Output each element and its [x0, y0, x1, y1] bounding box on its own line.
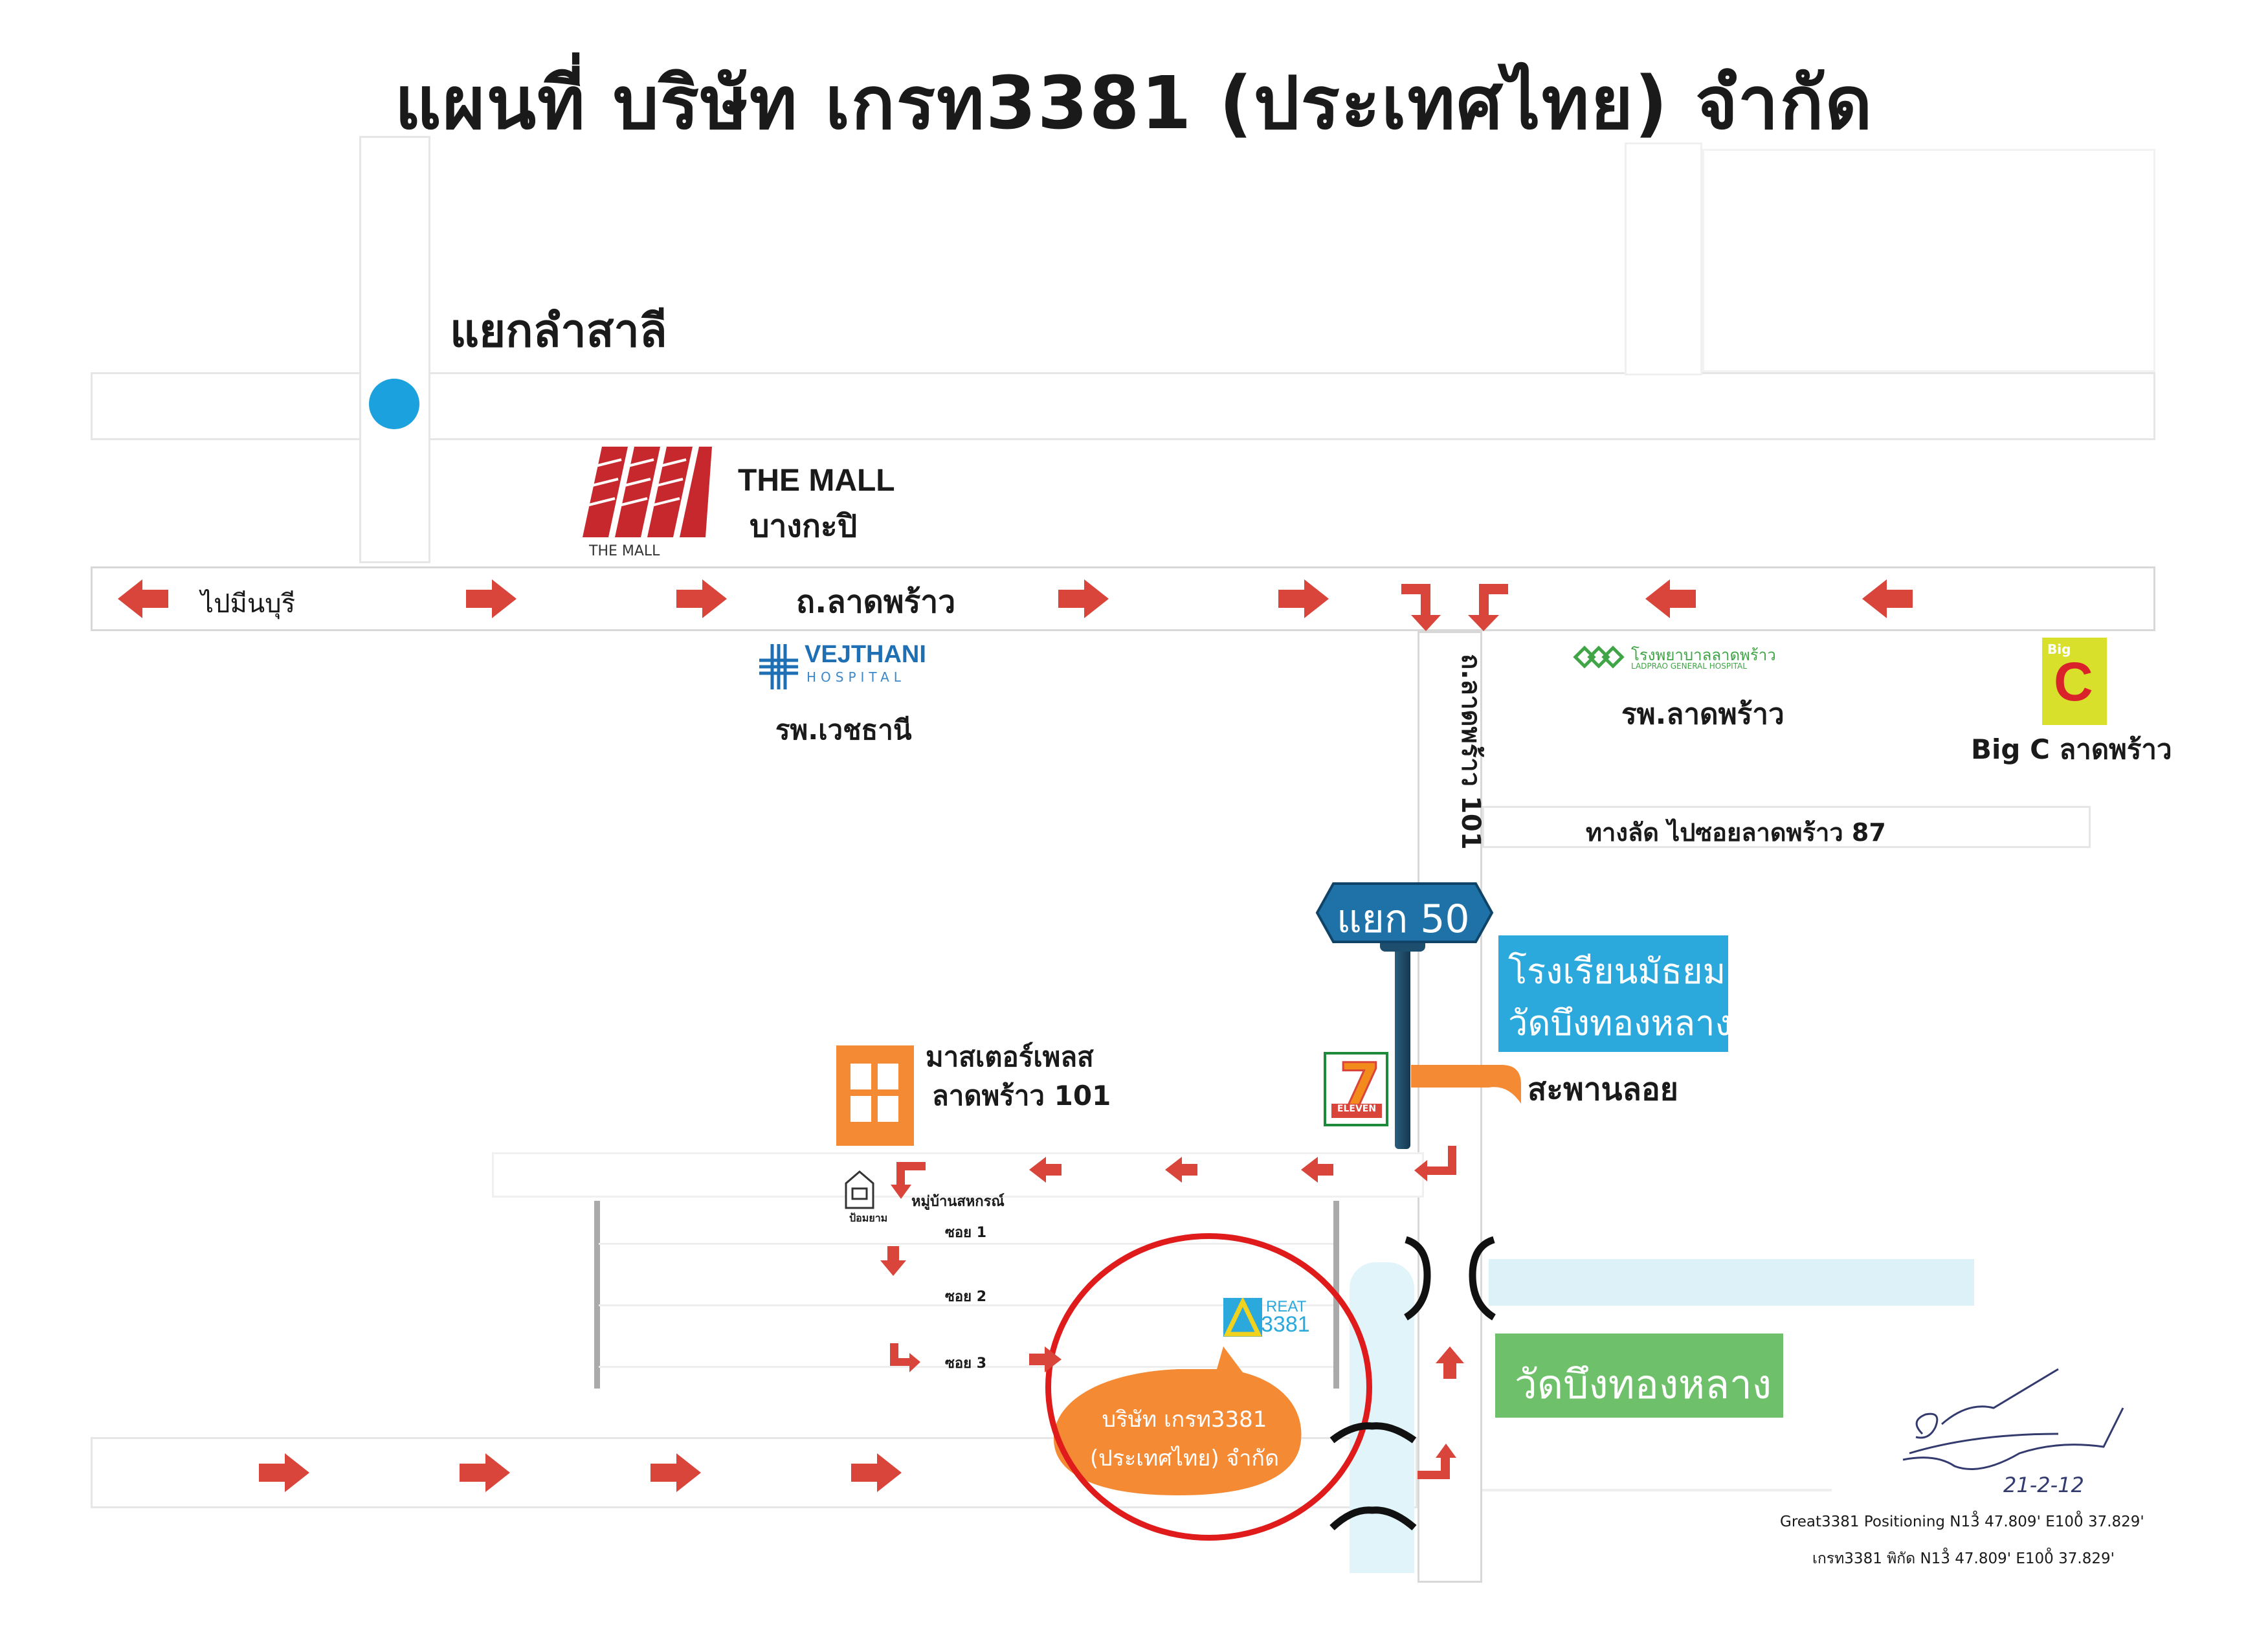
intersection-label: แยกลำสาลี — [450, 304, 667, 357]
ladprao-hospital-icon — [1573, 645, 1625, 669]
floating-bridge-icon — [1411, 1065, 1521, 1104]
vejthani-logo: VEJTHANI HOSPITAL — [756, 641, 937, 693]
ladprao-hospital-logo: โรงพยาบาลลาดพร้าว LADPRAO GENERAL HOSPIT… — [1573, 641, 1819, 680]
bridge-bracket-icon-top — [1403, 1236, 1496, 1321]
turn-arrow-left-icon — [1401, 584, 1430, 615]
master-place-label-1: มาสเตอร์เพลส — [926, 1041, 1094, 1073]
arrow-left-icon — [1165, 1157, 1197, 1183]
turn-arrow-down-icon — [896, 1162, 926, 1185]
ladprao-road-label: ถ.ลาดพร้าว — [796, 584, 956, 620]
vejthani-label: รพ.เวชธานี — [775, 714, 912, 746]
arrow-right-icon — [851, 1453, 902, 1492]
map-title: แผนที่ บริษัท เกรท3381 (ประเทศไทย) จำกัด — [394, 61, 1874, 146]
arrow-down-icon — [880, 1246, 906, 1276]
floating-bridge-label: สะพานลอย — [1528, 1071, 1678, 1108]
junction-sign — [1315, 882, 1494, 943]
temple-box: วัดบึงทองหลาง — [1495, 1334, 1783, 1418]
village-gate-label: ป้อมยาม — [849, 1212, 888, 1224]
soi-1-label: ซอย 1 — [945, 1225, 987, 1241]
arrow-right-icon — [1029, 1346, 1062, 1372]
soi-divider-left — [594, 1201, 600, 1389]
turn-arrow-down-head — [891, 1185, 911, 1199]
school-label-1: โรงเรียนมัธยม — [1508, 951, 1726, 992]
road-bottom-extension — [1482, 1489, 1832, 1491]
soi-2-label: ซอย 2 — [945, 1289, 987, 1305]
road-far-right-block — [1702, 149, 2155, 372]
vejthani-logo-text: VEJTHANI — [805, 641, 926, 668]
temple-label: วัดบึงทองหลาง — [1515, 1361, 1772, 1408]
signature-date: 21-2-12 — [2003, 1473, 2084, 1492]
turn-arrow-right-icon — [890, 1343, 909, 1366]
ladprao-101-road-label: ถ.ลาดพร้าว 101 — [1456, 654, 1485, 850]
turn-arrow-right-head — [909, 1353, 920, 1372]
arrow-up-icon — [1436, 1346, 1464, 1379]
arrow-right-icon — [1278, 579, 1329, 618]
bigc-logo-letter: C — [2054, 651, 2093, 712]
vejthani-logo-sub: HOSPITAL — [806, 669, 906, 685]
road-soi-top — [492, 1152, 1424, 1198]
ladprao-hospital-logo-text: โรงพยาบาลลาดพร้าว — [1631, 646, 1776, 664]
signature-icon: 21-2-12 — [1902, 1368, 2124, 1492]
school-label-2: วัดบึงทองหลาง — [1508, 1003, 1732, 1044]
sign-pole — [1395, 942, 1410, 1149]
seven-eleven-logo: 7 ELEVEN — [1324, 1050, 1388, 1126]
turn-arrow-up-left-head — [1414, 1160, 1427, 1181]
master-place-label-2: ลาดพร้าว 101 — [932, 1080, 1111, 1111]
seven-eleven-text: ELEVEN — [1331, 1104, 1382, 1118]
the-mall-label-1: THE MALL — [738, 463, 895, 498]
blue-dot-icon — [369, 379, 419, 429]
arrow-right-icon — [466, 579, 517, 618]
turn-arrow-up-left-icon — [1427, 1146, 1456, 1175]
the-mall-logo-caption: THE MALL — [588, 543, 660, 559]
vejthani-cross-icon — [759, 644, 798, 689]
turn-arrow-up-icon — [1418, 1457, 1450, 1479]
arrow-left-icon — [1301, 1157, 1333, 1183]
coordinates-en: Great3381 Positioning N13̊ 47.809' E100̊… — [1780, 1513, 2144, 1530]
soi-line-2 — [599, 1304, 1333, 1306]
arrow-right-icon — [1058, 579, 1109, 618]
road-shortcut — [1482, 806, 2091, 848]
coordinates-th: เกรท3381 พิกัด N13̊ 47.809' E100̊ 37.829… — [1812, 1550, 2115, 1567]
soi-3-label: ซอย 3 — [945, 1356, 987, 1372]
to-minburi-label: ไปมีนบุรี — [201, 589, 296, 619]
soi-line-3 — [599, 1366, 1333, 1368]
bigc-logo: Big C — [2042, 638, 2107, 725]
junction-sign-label: แยก 50 — [1337, 897, 1470, 942]
turn-arrow-right-head — [1468, 615, 1499, 631]
road-ladprao-101 — [1418, 631, 1482, 1583]
master-place-icon — [836, 1045, 914, 1146]
road-top-horizontal — [91, 372, 2155, 440]
arrow-right-icon — [460, 1453, 510, 1492]
arrow-right-icon — [650, 1453, 701, 1492]
arrow-left-icon — [118, 579, 168, 618]
gate-icon — [845, 1170, 874, 1209]
school-box: โรงเรียนมัธยม วัดบึงทองหลาง — [1498, 935, 1732, 1052]
ladprao-hospital-label: รพ.ลาดพร้าว — [1621, 698, 1784, 731]
arrow-left-icon — [1029, 1157, 1062, 1183]
arrow-left-icon — [1645, 579, 1696, 618]
the-mall-logo: THE MALL — [583, 447, 712, 559]
ladprao-hospital-logo-sub: LADPRAO GENERAL HOSPITAL — [1631, 662, 1747, 671]
bigc-logo-top: Big — [2047, 642, 2071, 657]
turn-arrow-up-head — [1436, 1444, 1456, 1458]
village-label: หมู่บ้านสหกรณ์ — [911, 1194, 1005, 1210]
shortcut-label: ทางลัด ไปซอยลาดพร้าว 87 — [1586, 818, 1886, 847]
canal-band — [1489, 1259, 1974, 1306]
company-highlight-circle — [1045, 1233, 1372, 1541]
arrow-right-icon — [259, 1453, 309, 1492]
road-ladprao — [91, 566, 2155, 631]
bigc-label: Big C ลาดพร้าว — [1971, 733, 2172, 765]
turn-arrow-left-head — [1411, 615, 1441, 631]
arrow-right-icon — [676, 579, 727, 618]
road-lamsali-vertical — [359, 136, 430, 563]
bridge-bracket-icon-bottom — [1329, 1422, 1417, 1531]
arrow-left-icon — [1862, 579, 1913, 618]
road-upper-right-block — [1625, 142, 1702, 375]
turn-arrow-right-icon — [1479, 584, 1508, 615]
the-mall-label-2: บางกะปิ — [750, 508, 858, 544]
soi-line-1 — [599, 1243, 1333, 1245]
